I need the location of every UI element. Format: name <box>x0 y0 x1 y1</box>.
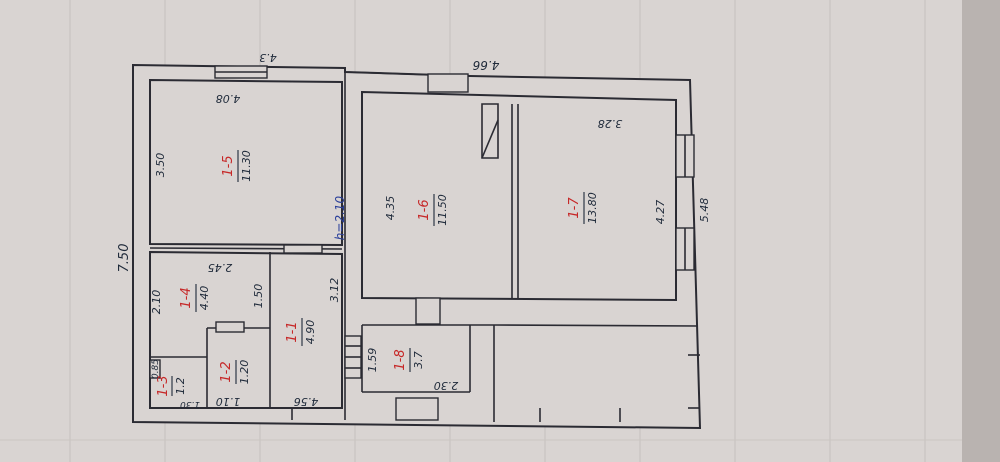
dim-depth: 2.10 <box>150 290 163 315</box>
dim-width: 4.08 <box>216 92 241 105</box>
room-1-6: 1-6 11.50 4.35 <box>384 194 449 226</box>
dim-depth: 4.35 <box>384 196 397 221</box>
overall-dimensions: 7.50 4.3 4.66 5.48 4.56 <box>117 51 711 408</box>
room-id: 1-8 <box>393 349 408 370</box>
room-area: 11.50 <box>436 194 449 226</box>
room-1-8: 1-8 3.7 1.59 2.30 <box>366 348 458 392</box>
door-1-2 <box>215 321 245 333</box>
door-mid <box>415 297 441 325</box>
dim-inner: 1.50 <box>252 284 265 309</box>
room-id: 1-2 <box>219 361 234 382</box>
dim-width: 3.28 <box>598 117 623 130</box>
dim-depth: 3.12 <box>328 278 341 303</box>
overall-height: 7.50 <box>117 244 132 273</box>
dim-depth: 4.27 <box>654 200 667 225</box>
room-area: 1.2 <box>174 377 187 395</box>
dim-width: 1.10 <box>216 395 241 408</box>
door-1-3 <box>149 359 161 379</box>
dim-width: 2.45 <box>208 261 233 274</box>
window-top-right <box>427 73 469 93</box>
overall-top-left: 4.3 <box>259 51 277 64</box>
room-area: 4.40 <box>198 286 211 311</box>
dim-width: 2.30 <box>434 379 459 392</box>
page-edge <box>960 0 1000 462</box>
room-1-2: 1-2 1.20 1.10 <box>216 360 251 408</box>
room-id: 1-7 <box>567 197 582 219</box>
window-bottom <box>395 397 439 421</box>
room-1-4: 1-4 4.40 2.45 2.10 1.50 <box>150 261 265 314</box>
room-id: 1-1 <box>285 321 300 342</box>
room-id: 1-6 <box>417 199 432 220</box>
room-area: 3.7 <box>412 351 425 369</box>
outer-walls <box>132 63 702 430</box>
dim-depth: 3.50 <box>154 153 167 178</box>
room-1-1: 1-1 4.90 3.12 <box>285 278 341 346</box>
room-id: 1-3 <box>156 375 171 396</box>
overall-right: 5.48 <box>698 198 711 223</box>
overall-top-right: 4.66 <box>472 58 499 72</box>
room-area: 1.20 <box>238 360 251 385</box>
room-1-5: 1-5 11.30 4.08 3.50 <box>154 92 253 182</box>
room-area: 11.30 <box>240 150 253 182</box>
room-1-3: 1-3 1.2 0.85 1.30 <box>151 359 200 409</box>
ceiling-height-note: h=2.10 <box>333 195 347 240</box>
room-id: 1-4 <box>179 287 194 308</box>
room-1-7: 1-7 13.80 3.28 4.27 <box>567 117 667 224</box>
room-id: 1-5 <box>221 155 236 176</box>
dim-width: 1.30 <box>180 399 200 409</box>
room-area: 13.80 <box>586 192 599 224</box>
ceiling-height: h=2.10 <box>333 195 347 240</box>
windows <box>149 65 700 422</box>
room-area: 4.90 <box>304 320 317 345</box>
dim-depth: 1.59 <box>366 348 379 373</box>
dim-depth: 0.85 <box>151 359 161 379</box>
door-1-5 <box>283 244 323 254</box>
overall-bottom-left: 4.56 <box>294 395 319 408</box>
